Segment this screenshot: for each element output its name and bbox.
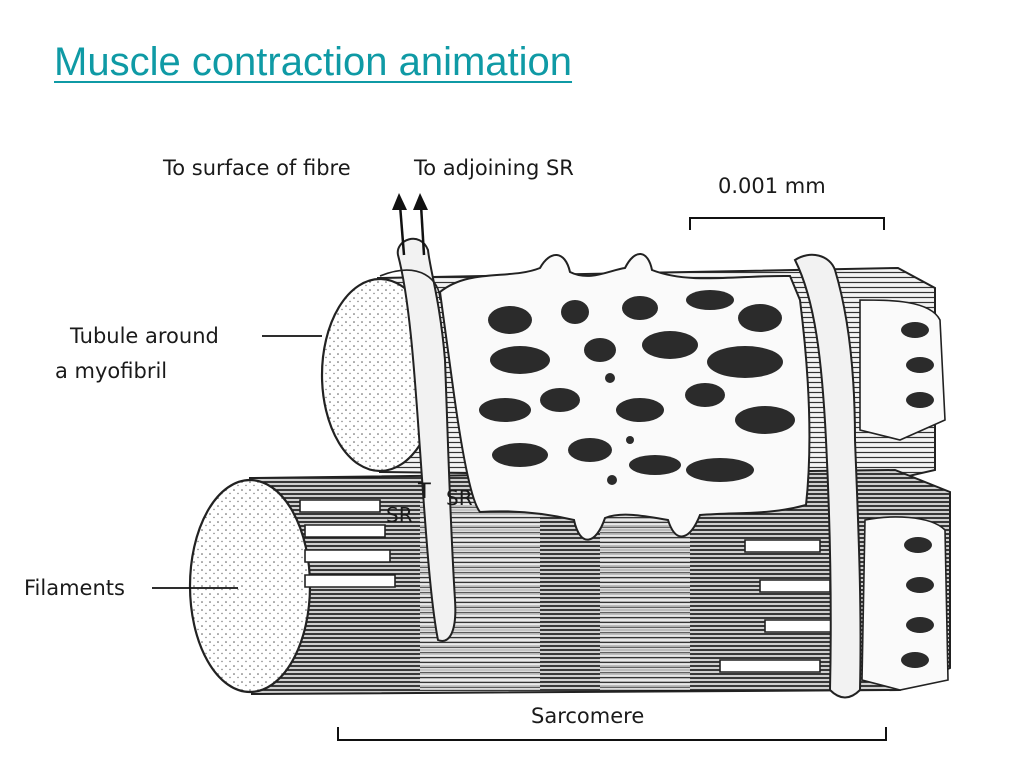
slide-title-link[interactable]: Muscle contraction animation [54, 40, 573, 84]
t-tubule-band-right [793, 253, 949, 699]
label-to-adjoining-sr: To adjoining SR [413, 156, 574, 180]
t-tubule-band-left [379, 237, 457, 642]
label-sr-right: SR [446, 486, 473, 510]
sarcomere-bracket [337, 727, 887, 741]
label-tubule-line2: a myofibril [55, 359, 167, 383]
label-scale: 0.001 mm [718, 174, 826, 198]
label-to-surface: To surface of fibre [162, 156, 351, 180]
sarcoplasmic-reticulum-network [438, 253, 811, 541]
scale-bar [689, 217, 885, 230]
label-sarcomere: Sarcomere [531, 704, 644, 728]
label-tubule-line1: Tubule around [69, 324, 219, 348]
label-sr-left: SR [386, 503, 413, 527]
label-t: T [417, 479, 431, 503]
label-filaments: Filaments [24, 576, 125, 600]
upward-arrows [392, 193, 428, 256]
lower-sr-tubules [299, 499, 836, 673]
